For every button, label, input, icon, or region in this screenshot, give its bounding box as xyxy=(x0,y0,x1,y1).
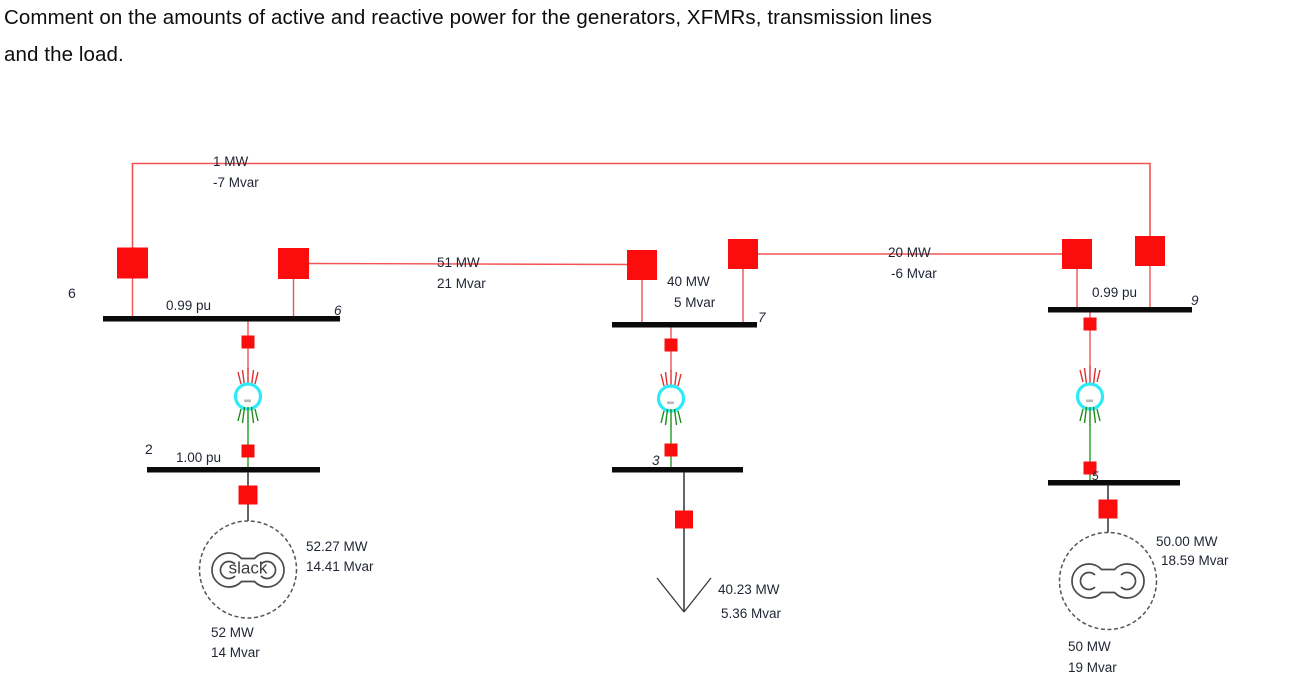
gen-bus5-setpoint-mvar: 19 Mvar xyxy=(1068,660,1117,675)
bus-3-end-label: 3 xyxy=(652,453,660,468)
xfmr-9-5-hv-breaker xyxy=(1083,317,1097,331)
gen-slack-mw: 52.27 MW xyxy=(306,539,368,554)
xfmr-6-2-tap-mark xyxy=(244,399,251,403)
transformer-9-5 xyxy=(1075,311,1105,481)
gen-bus5-mw: 50.00 MW xyxy=(1156,534,1218,549)
gen-slack-breaker xyxy=(238,485,258,505)
xfmr-6-2-lv-winding-icon xyxy=(237,406,259,426)
xfmr-9-5-core-icon xyxy=(1075,382,1105,411)
bus-7-end-label: 7 xyxy=(758,310,766,325)
flow-6-9-mw: 1 MW xyxy=(213,154,249,169)
gen-slack-label: slack xyxy=(228,558,268,578)
xfmr-6-2-lv-breaker xyxy=(241,444,255,458)
bus-6-voltage: 0.99 pu xyxy=(166,298,212,313)
xfmr-7-3-lv-winding-icon xyxy=(660,408,682,428)
gen-slack-setpoint-mw: 52 MW xyxy=(211,625,254,640)
gen-bus5-mvar: 18.59 Mvar xyxy=(1161,553,1229,568)
bus-2-voltage: 1.00 pu xyxy=(176,450,222,465)
bus-9-voltage: 0.99 pu xyxy=(1092,285,1138,300)
flow-6-7-mvar: 21 Mvar xyxy=(437,276,486,291)
xfmr-7-3-lv-breaker xyxy=(664,443,678,457)
flow-6-9-mvar: -7 Mvar xyxy=(213,175,259,190)
flow-xfmr7-mvar: 5 Mvar xyxy=(674,295,716,310)
transmission-line-6-9 xyxy=(131,162,1151,250)
xfmr-9-5-lv-winding-icon xyxy=(1079,406,1101,426)
bus-6-end-label: 6 xyxy=(334,303,342,318)
xfmr-7-3-tap-mark xyxy=(667,401,674,405)
bus-6-number: 6 xyxy=(68,285,76,301)
bus-6-bar xyxy=(103,316,340,322)
breaker-bus7-line9 xyxy=(728,239,758,269)
load-bus3-mw: 40.23 MW xyxy=(718,582,780,597)
breaker-bus6-line7 xyxy=(278,248,309,279)
flow-6-7-mw: 51 MW xyxy=(437,255,480,270)
xfmr-9-5-hv-winding-icon xyxy=(1079,365,1101,385)
flow-7-9-mw: 20 MW xyxy=(888,245,931,260)
gen-bus5-rotor-icon xyxy=(1071,563,1145,599)
gen-bus5-breaker xyxy=(1098,499,1118,519)
generator-bus5 xyxy=(1058,485,1158,631)
gen-slack-setpoint-mvar: 14 Mvar xyxy=(211,645,260,660)
xfmr-7-3-core-icon xyxy=(656,384,686,413)
xfmr-6-2-hv-breaker xyxy=(241,335,255,349)
gen-slack-mvar: 14.41 Mvar xyxy=(306,559,374,574)
xfmr-9-5-lv-breaker xyxy=(1083,461,1097,475)
xfmr-7-3-hv-breaker xyxy=(664,338,678,352)
breaker-bus9-line7 xyxy=(1062,239,1092,269)
breaker-bus6-line9 xyxy=(117,247,148,279)
load-bus3-mvar: 5.36 Mvar xyxy=(721,606,782,621)
flow-xfmr7-mw: 40 MW xyxy=(667,274,710,289)
transformer-6-2 xyxy=(233,321,263,468)
gen-bus5-setpoint-mw: 50 MW xyxy=(1068,639,1111,654)
question-line-2: and the load. xyxy=(4,43,124,66)
load-breaker xyxy=(675,510,693,529)
transmission-line-6-7 xyxy=(305,262,631,266)
bus-9-bar xyxy=(1048,307,1192,313)
flow-7-9-mvar: -6 Mvar xyxy=(891,266,937,281)
bus-2-bar xyxy=(147,467,320,473)
breaker-bus9-line6 xyxy=(1135,236,1165,266)
transformer-7-3 xyxy=(656,327,686,468)
generator-slack xyxy=(198,472,298,619)
breaker-bus7-line6 xyxy=(627,250,657,280)
bus-5-end-label: 5 xyxy=(1092,469,1099,483)
bus-7-bar xyxy=(612,322,757,328)
bus-9-end-label: 9 xyxy=(1191,293,1199,308)
load-bus3 xyxy=(656,472,712,613)
xfmr-9-5-tap-mark xyxy=(1086,399,1093,403)
bus-3-bar xyxy=(612,467,743,473)
bus-2-number: 2 xyxy=(145,441,153,457)
question-line-1: Comment on the amounts of active and rea… xyxy=(4,6,933,29)
load-arrow-icon xyxy=(656,577,712,613)
xfmr-6-2-core-icon xyxy=(233,382,263,411)
bus-5-bar xyxy=(1048,480,1180,486)
